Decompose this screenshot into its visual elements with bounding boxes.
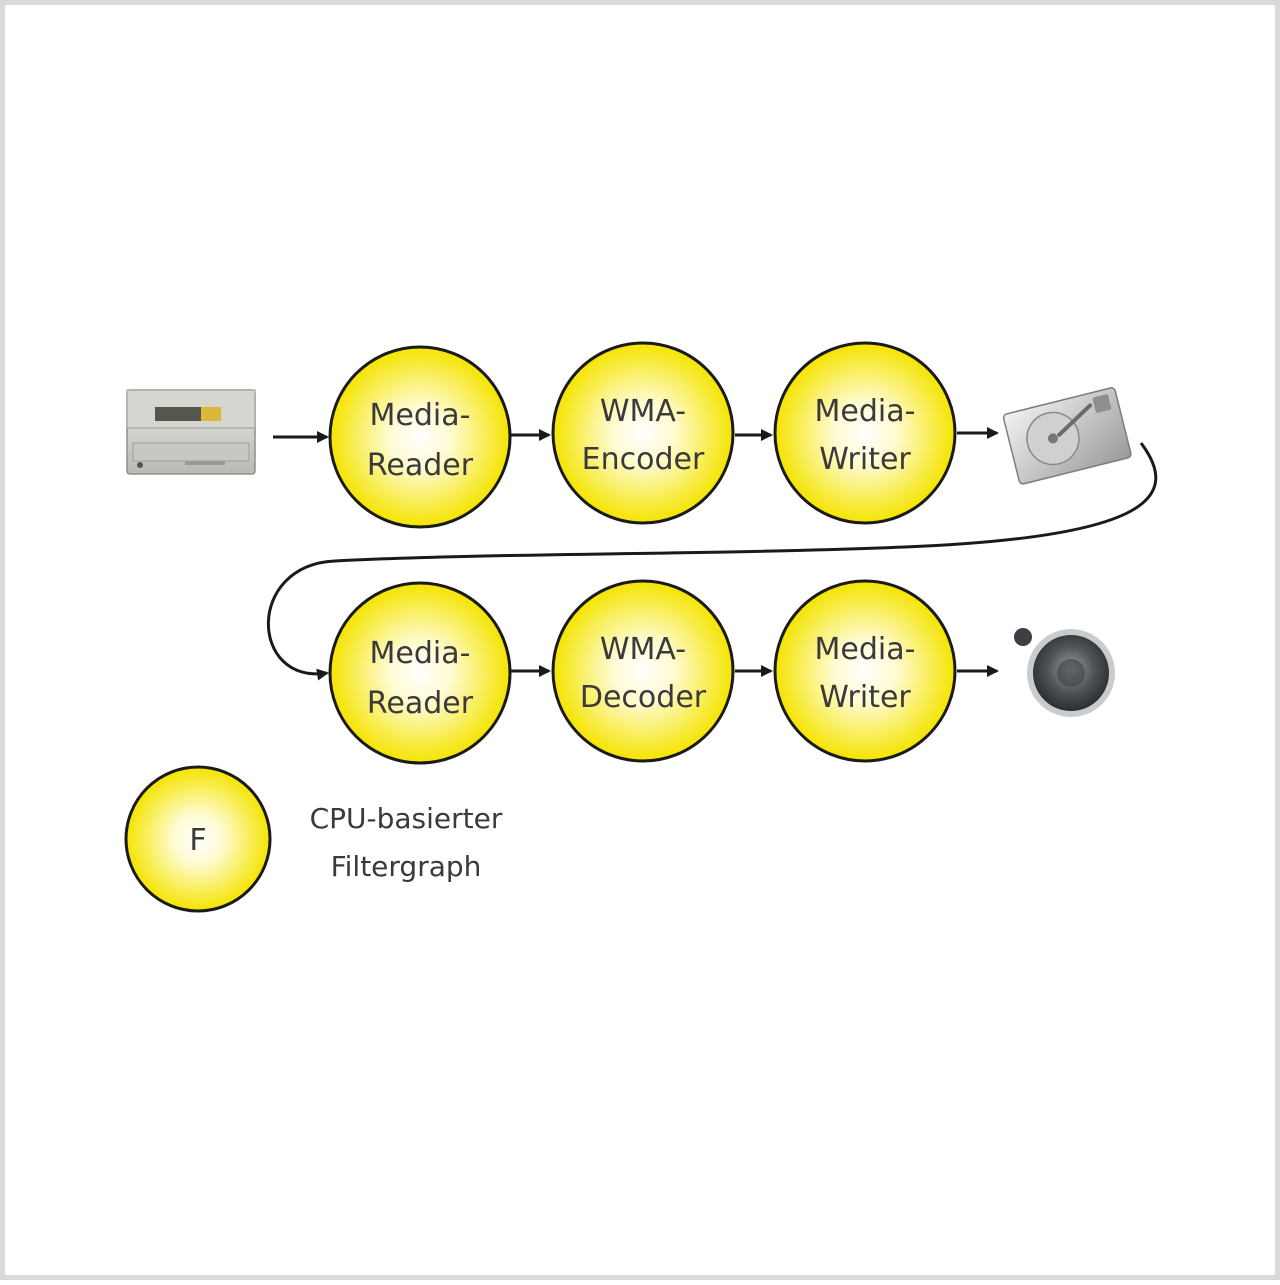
node-label-line2: Decoder (580, 680, 707, 715)
node-label-line2: Encoder (582, 442, 705, 477)
node-label-line1: Media- (370, 636, 471, 671)
legend-symbol-letter: F (189, 823, 206, 858)
node-label-line1: WMA- (600, 394, 686, 429)
node-media-reader-1: Media- Reader (328, 345, 512, 529)
node-label-line2: Writer (819, 680, 911, 715)
legend-text-line2: Filtergraph (331, 850, 482, 883)
legend-symbol (124, 765, 272, 913)
arrow-hdd-to-reader-2 (267, 442, 1158, 681)
node-label-line1: WMA- (600, 632, 686, 667)
hard-disk-icon (1002, 387, 1132, 485)
node-wma-encoder: WMA- Encoder (551, 341, 735, 525)
filtergraph-diagram: Media- Reader WMA- Encoder Media- Writer… (124, 341, 1158, 913)
legend: F CPU-basierter Filtergraph (124, 765, 503, 913)
node-label-line2: Reader (367, 448, 474, 483)
speaker-icon (1014, 628, 1115, 717)
node-label-line2: Reader (367, 686, 474, 721)
node-label-line1: Media- (370, 398, 471, 433)
node-label-line1: Media- (815, 394, 916, 429)
node-media-writer-2: Media- Writer (773, 579, 957, 763)
cd-drive-icon (126, 389, 256, 475)
node-media-reader-2: Media- Reader (328, 581, 512, 765)
node-label-line2: Writer (819, 442, 911, 477)
node-label-line1: Media- (815, 632, 916, 667)
node-media-writer-1: Media- Writer (773, 341, 957, 525)
node-wma-decoder: WMA- Decoder (551, 579, 735, 763)
legend-text-line1: CPU-basierter (310, 802, 503, 835)
